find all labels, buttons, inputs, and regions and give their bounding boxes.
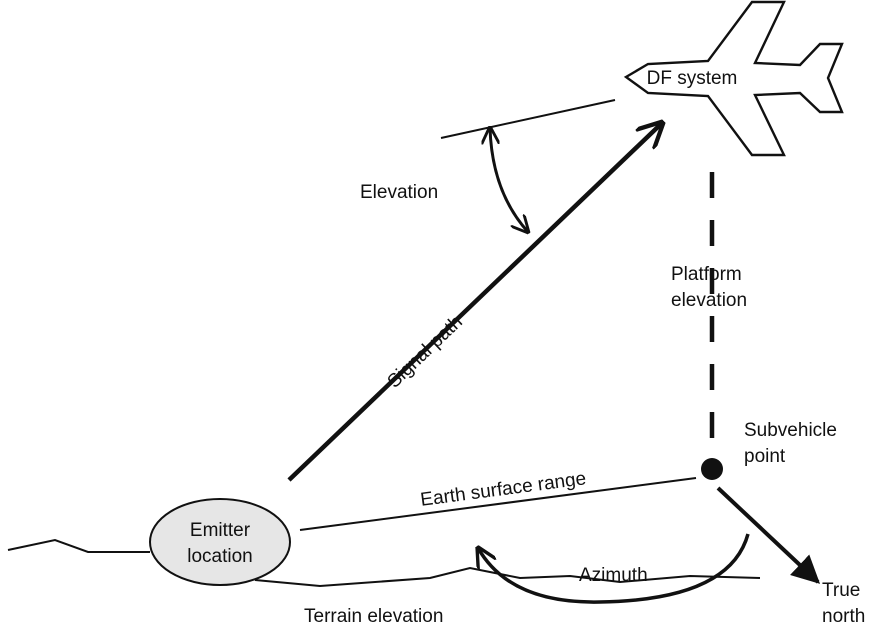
- signal-path-line: [287, 123, 662, 482]
- true-north-label-line2: north: [822, 606, 865, 627]
- elevation-label: Elevation: [360, 182, 438, 203]
- platform-elevation-label-line1: Platform: [671, 264, 742, 285]
- subvehicle-label-line1: Subvehicle: [744, 420, 837, 441]
- terrain-right-line: [254, 566, 761, 588]
- elevation-angle-arc: [490, 128, 528, 232]
- platform-elevation-label-line2: elevation: [671, 290, 747, 311]
- horizon-reference-line: [440, 99, 616, 139]
- signal-path-label: Signal path: [384, 312, 467, 393]
- emitter-label-line1: Emitter: [190, 520, 251, 541]
- azimuth-label: Azimuth: [579, 565, 648, 586]
- emitter-label-line2: location: [187, 546, 253, 567]
- true-north-arrow: [716, 486, 821, 584]
- terrain-left-line: [7, 538, 150, 553]
- subvehicle-point-marker: [701, 458, 723, 480]
- earth-surface-range-label: Earth surface range: [419, 468, 587, 511]
- terrain-elevation-label: Terrain elevation: [304, 606, 443, 627]
- emitter-location-ellipse: [149, 498, 291, 586]
- earth-surface-range-line: [299, 477, 697, 531]
- azimuth-angle-arc: [478, 533, 750, 604]
- df-system-label: DF system: [647, 68, 738, 89]
- true-north-label-line1: True: [822, 580, 860, 601]
- subvehicle-label-line2: point: [744, 446, 786, 467]
- aircraft-icon: [623, 0, 844, 157]
